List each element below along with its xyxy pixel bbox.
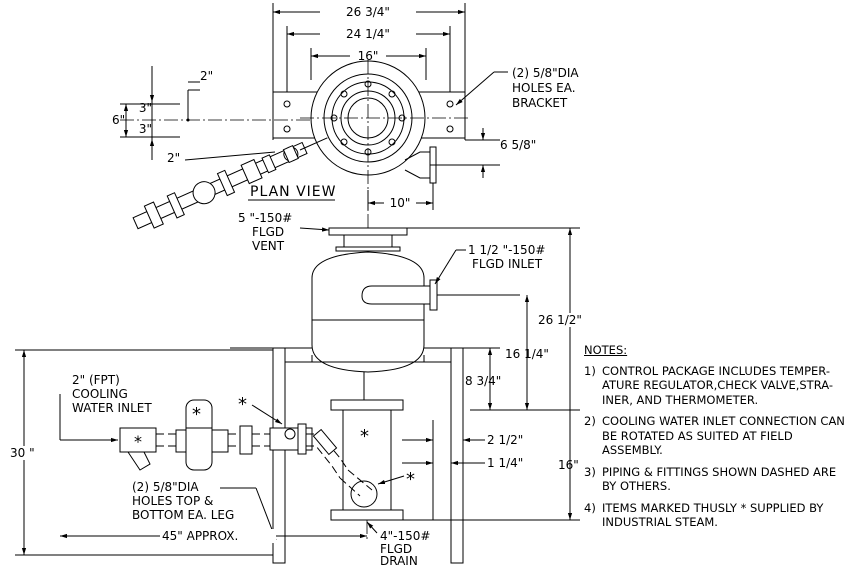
note-text: CONTROL PACKAGE INCLUDES TEMPER- ATURE R… [602,363,833,407]
left-leg [272,347,286,564]
dim-16-1-4-label: 16 1/4" [505,347,549,361]
note-item: 4) ITEMS MARKED THUSLY * SUPPLIED BY IND… [584,501,854,530]
right-leg [450,347,464,564]
dim-2b-label: 2" [167,151,180,165]
note-number: 1) [584,363,596,378]
plan-view: 26 3/4" 24 1/4" 16" 6" 3" 3" 2" [112,3,579,230]
inlet-label-line1: 1 1/2 "-150# [468,243,545,257]
note-number: 4) [584,500,596,515]
asterisk-drain: * [360,426,369,447]
cooling-label-line1: 2" (FPT) [72,373,120,387]
elevation-view: 5 "-150# FLGD VENT 1 1/2 "-150# FLGD INL… [8,211,595,567]
drain-label-line3: DRAIN [380,554,418,567]
asterisk-checkvalve: * [238,394,247,415]
dim-1-1-4-label: 1 1/4" [487,456,523,470]
bracket-holes [283,100,454,133]
asterisk-port: * [406,469,415,490]
vent-label-line3: VENT [252,239,285,253]
notes-block: NOTES: 1) CONTROL PACKAGE INCLUDES TEMPE… [584,343,854,537]
asterisk-strainer: * [134,432,142,451]
cooling-label-line3: WATER INLET [72,401,152,415]
vessel-body [311,251,425,373]
leg-holes-line1: (2) 5/8"DIA [132,480,199,494]
dim-overall-label: 26 3/4" [346,5,390,19]
bracket-note-line2: HOLES EA. [512,81,576,95]
check-port [350,480,378,508]
cooling-piping: * * * [59,394,373,497]
dim-6-label: 6" [112,113,125,127]
dim-30-label: 30 " [10,446,35,460]
cooling-label-line2: COOLING [72,387,128,401]
dim-45-label: 45" APPROX. [162,529,238,543]
note-text: ITEMS MARKED THUSLY * SUPPLIED BY INDUST… [602,500,824,530]
note-text: PIPING & FITTINGS SHOWN DASHED ARE BY OT… [602,464,837,494]
dim-3a-label: 3" [139,101,152,115]
vessel-plan [300,60,470,228]
dim-10-label: 10" [390,196,411,210]
dim-16-label: 16" [558,458,579,472]
dim-inner-label: 16" [358,49,379,63]
dim-mid-label: 24 1/4" [346,27,390,41]
leg-holes-line3: BOTTOM EA. LEG [132,508,234,522]
inlet-label-line2: FLGD INLET [472,257,543,271]
note-item: 3) PIPING & FITTINGS SHOWN DASHED ARE BY… [584,465,854,494]
dim-26-1-2-label: 26 1/2" [538,313,582,327]
vent-label-line1: 5 "-150# [238,211,292,225]
drain-label-line2: FLGD [380,542,412,556]
plan-view-title: PLAN VIEW [250,184,336,200]
vent-label-line2: FLGD [252,225,284,239]
dim-3b-label: 3" [139,122,152,136]
dim-6-5-8-label: 6 5/8" [500,138,536,152]
notes-title: NOTES: [584,343,628,357]
note-item: 1) CONTROL PACKAGE INCLUDES TEMPER- ATUR… [584,364,854,408]
note-text: COOLING WATER INLET CONNECTION CAN BE RO… [602,414,845,457]
plan-inlet-pipe [404,146,500,184]
dim-2-1-2-label: 2 1/2" [487,433,523,447]
dim-8-3-4-label: 8 3/4" [465,374,501,388]
plan-cooling-piping [132,137,328,230]
bracket-note-line3: BRACKET [512,96,568,110]
bracket-note-line1: (2) 5/8"DIA [512,66,579,80]
note-number: 2) [584,414,596,428]
drain-label-line1: 4"-150# [380,529,430,543]
leg-holes-line2: HOLES TOP & [132,494,213,508]
note-number: 3) [584,464,596,479]
dim-2-label: 2" [200,69,213,83]
inlet-pipe [361,285,431,305]
vent-flange [328,227,408,236]
note-item: 2) COOLING WATER INLET CONNECTION CAN BE… [584,414,854,458]
asterisk-regulator: * [192,404,201,425]
